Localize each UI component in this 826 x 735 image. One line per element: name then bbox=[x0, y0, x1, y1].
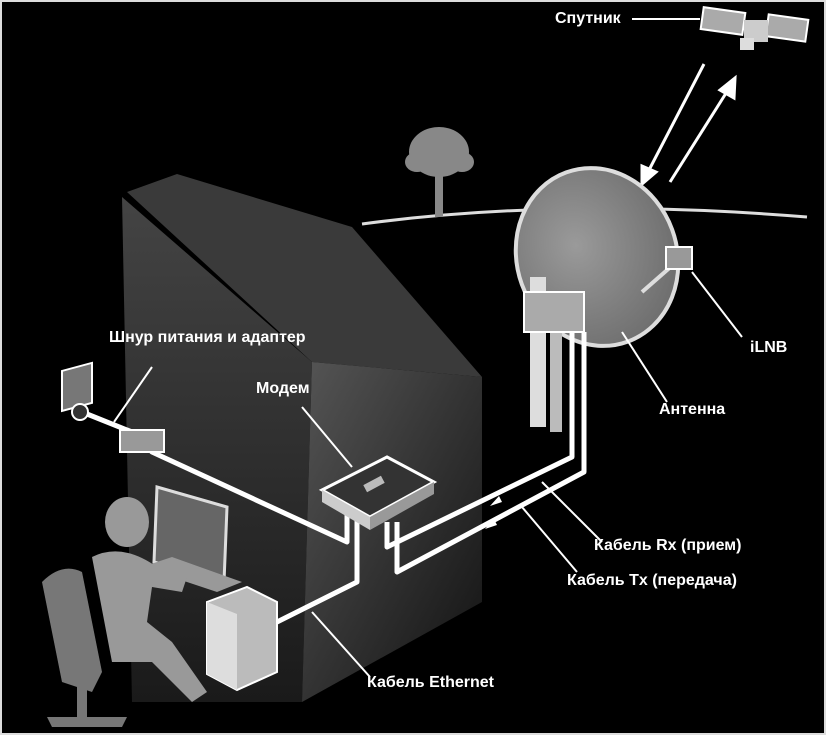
antenna-dish bbox=[513, 166, 743, 432]
label-satellite: Спутник bbox=[555, 10, 621, 27]
power-outlet-icon bbox=[61, 361, 93, 421]
label-ilnb: iLNB bbox=[750, 339, 788, 356]
computer-icon bbox=[142, 485, 278, 692]
power-adapter-icon bbox=[119, 429, 165, 453]
label-cable-ethernet: Кабель Ethernet bbox=[367, 674, 494, 691]
satellite-icon bbox=[632, 6, 810, 50]
label-cable-tx: Кабель Tx (передача) bbox=[567, 572, 737, 589]
modem-icon bbox=[318, 455, 438, 530]
leader-lines bbox=[113, 366, 603, 678]
tx-arrow bbox=[485, 519, 497, 529]
ethernet-cable bbox=[265, 517, 360, 630]
rx-arrow bbox=[490, 496, 502, 506]
label-power-cord: Шнур питания и адаптер bbox=[109, 329, 306, 346]
person-icon bbox=[42, 497, 207, 727]
ilnb-icon bbox=[665, 246, 693, 270]
tree-icon bbox=[405, 127, 474, 217]
cable-tx bbox=[394, 332, 587, 575]
label-antenna: Антенна bbox=[659, 401, 726, 418]
signal-arrows bbox=[640, 63, 737, 188]
cable-rx bbox=[384, 332, 575, 550]
label-modem: Модем bbox=[256, 380, 310, 397]
house bbox=[122, 174, 482, 702]
label-cable-rx: Кабель Rx (прием) bbox=[594, 537, 742, 554]
